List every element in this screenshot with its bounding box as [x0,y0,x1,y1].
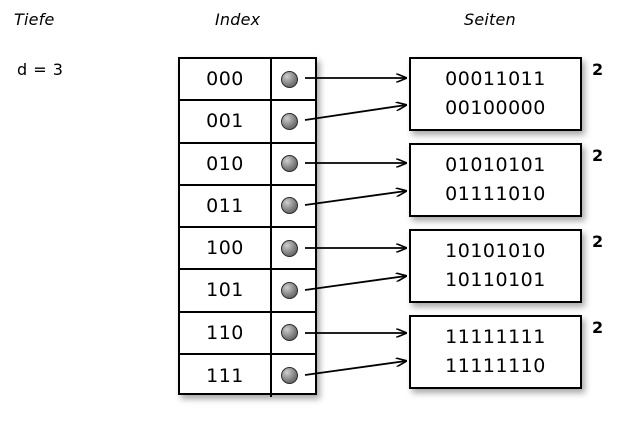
index-row: 100 [180,228,315,271]
index-row: 000 [180,59,315,102]
page-record-line: 11111110 [445,355,546,377]
page-box: 11111111 11111110 [409,315,582,389]
page-box: 10101010 10110101 [409,229,582,303]
page-local-depth-label: 2 [592,146,604,165]
page-record-line: 00011011 [445,67,546,90]
index-row: 001 [180,101,315,144]
pointer-arrow [304,276,406,291]
pointer-dot-icon [281,197,298,215]
pointer-arrow [304,361,406,376]
index-pointer-cell [272,270,315,310]
index-pointer-cell [272,101,315,141]
index-row: 111 [180,354,315,397]
index-key-label: 001 [180,101,272,142]
pointer-dot-icon [281,324,298,342]
index-row: 011 [180,185,315,228]
index-key-label: 111 [180,354,272,397]
index-key-label: 100 [180,228,272,269]
index-pointer-cell [272,313,315,353]
column-heading-pages: Seiten [464,10,516,29]
page-record-line: 00100000 [445,97,546,119]
index-key-label: 000 [180,59,272,100]
page-box: 00011011 00100000 [409,57,582,131]
page-box: 01010101 01111010 [409,143,582,217]
pointer-dot-icon [281,70,298,88]
index-key-label: 101 [180,270,272,311]
column-heading-depth: Tiefe [14,10,55,29]
index-pointer-cell [272,228,315,268]
index-row: 101 [180,270,315,313]
page-record-line: 10101010 [445,239,546,262]
pointer-dot-icon [281,367,298,385]
page-local-depth-label: 2 [592,232,604,251]
pointer-dot-icon [281,112,298,130]
pointer-arrow [304,191,406,206]
pointer-dot-icon [281,239,298,257]
index-pointer-cell [272,144,315,184]
page-record-line: 10110101 [445,269,546,291]
index-pointer-cell [272,59,315,99]
index-row: 110 [180,312,315,355]
depth-value-label: d = 3 [17,60,64,79]
pointer-dot-icon [281,281,298,299]
pointer-dot-icon [281,155,298,173]
index-key-label: 110 [180,312,272,353]
index-table: 000 001 010 011 100 [178,57,317,397]
index-row: 010 [180,143,315,186]
page-local-depth-label: 2 [592,318,604,337]
page-record-line: 11111111 [445,325,546,348]
column-heading-index: Index [215,10,261,29]
page-record-line: 01010101 [445,153,546,176]
page-record-line: 01111010 [445,183,546,205]
index-key-label: 011 [180,185,272,226]
pointer-arrow [304,105,406,121]
page-local-depth-label: 2 [592,60,604,79]
index-pointer-cell [272,355,315,397]
index-key-label: 010 [180,143,272,184]
index-pointer-cell [272,186,315,226]
